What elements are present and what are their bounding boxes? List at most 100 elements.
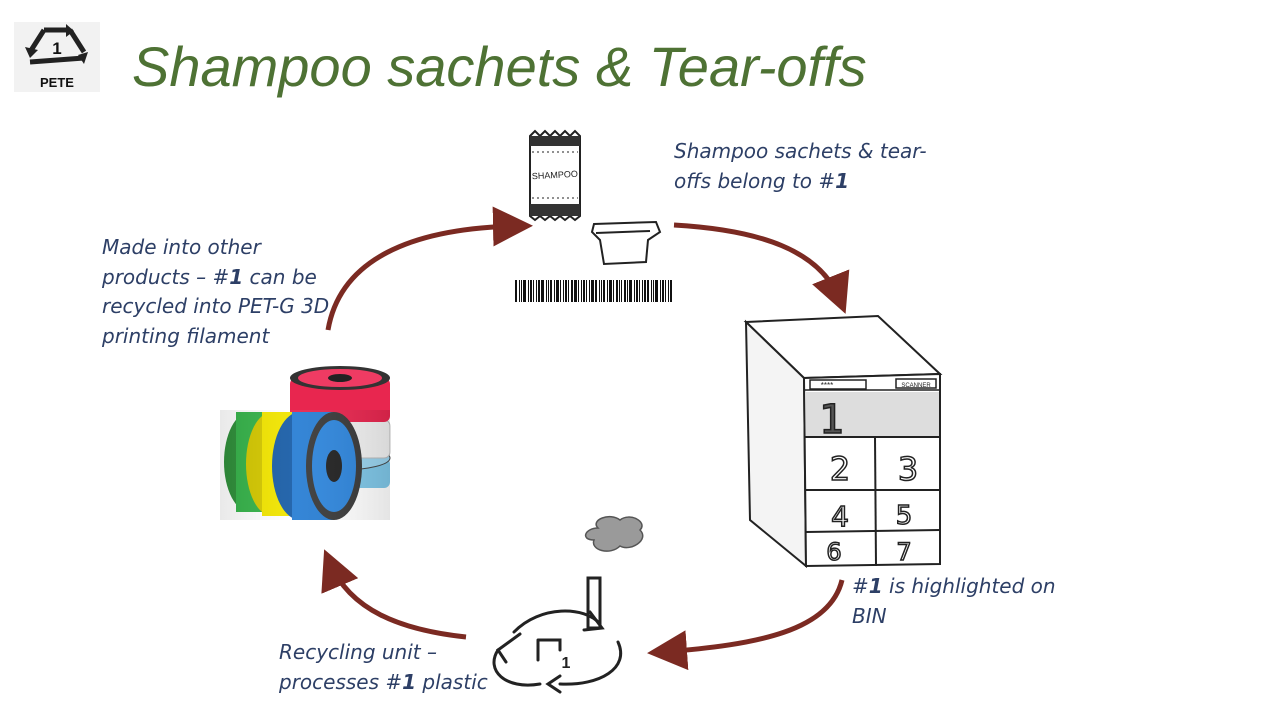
- caption-products-number: 1: [229, 264, 244, 289]
- barcode-bar: [655, 280, 658, 302]
- caption-products-line4: printing filament: [102, 323, 270, 348]
- sachet-label: SHAMPOO: [532, 169, 578, 181]
- barcode-bar: [591, 280, 594, 302]
- barcode-bar: [627, 280, 628, 302]
- pete-recycling-logo-icon: 1 PETE: [14, 22, 100, 92]
- caption-recycling-text: processes #: [279, 669, 403, 694]
- barcode-bar: [586, 280, 587, 302]
- barcode-bar: [563, 280, 564, 302]
- barcode-bar: [609, 280, 612, 302]
- barcode-bar: [515, 280, 517, 302]
- arrow-right: [673, 222, 850, 314]
- recycler-number: 1: [562, 655, 571, 672]
- barcode-bar: [607, 280, 608, 302]
- barcode-bar: [639, 280, 640, 302]
- caption-bin: #1 is highlighted on BIN: [852, 572, 1056, 631]
- barcode-bar: [647, 280, 649, 302]
- barcode-bar: [533, 280, 534, 302]
- barcode-bar: [556, 280, 559, 302]
- caption-products: Made into other products – #1 can be rec…: [102, 233, 329, 351]
- filament-spools-image: [220, 366, 391, 520]
- caption-recycling-number: 1: [402, 669, 417, 694]
- caption-products-text-end: can be: [243, 264, 317, 289]
- barcode-bar: [583, 280, 585, 302]
- barcode-bar: [519, 280, 520, 302]
- barcode-bar: [636, 280, 638, 302]
- page-title: Shampoo sachets & Tear-offs: [132, 35, 867, 98]
- caption-bin-text: is highlighted on: [882, 574, 1056, 598]
- caption-recycling-text-end: plastic: [416, 669, 488, 694]
- barcode-bar: [642, 280, 643, 302]
- barcode-bar: [574, 280, 577, 302]
- caption-sachets: Shampoo sachets & tear- offs belong to #…: [674, 137, 927, 196]
- barcode-bar: [568, 280, 569, 302]
- caption-recycling-line2: processes #1 plastic: [279, 668, 488, 698]
- barcode-bar: [541, 280, 544, 302]
- tear-off-cup-icon: [590, 220, 662, 266]
- barcode-bar: [589, 280, 590, 302]
- bin-compartment-1: 1: [819, 397, 844, 443]
- caption-sachets-line2: offs belong to #1: [674, 167, 927, 197]
- barcode-bar: [581, 280, 582, 302]
- caption-bin-line1: #1 is highlighted on: [852, 572, 1056, 602]
- barcode-bar: [578, 280, 579, 302]
- barcode-bar: [660, 280, 661, 302]
- pete-logo-label: PETE: [40, 75, 74, 90]
- barcode-bar: [621, 280, 622, 302]
- arrow-top: [325, 206, 533, 331]
- barcode-bar: [644, 280, 646, 302]
- shampoo-sachet-icon: SHAMPOO: [529, 129, 581, 222]
- barcode-bar: [662, 280, 664, 302]
- barcode-bar: [548, 280, 549, 302]
- caption-recycling-line1: Recycling unit –: [279, 640, 437, 664]
- caption-products-line3: recycled into PET-G 3D: [102, 294, 330, 318]
- barcode-bar: [538, 280, 540, 302]
- caption-sachets-number: 1: [835, 168, 850, 193]
- barcode-bar: [554, 280, 555, 302]
- bin-compartment-7: 7: [896, 538, 911, 566]
- barcode-bar: [665, 280, 666, 302]
- caption-sachets-line1: Shampoo sachets & tear-: [674, 139, 927, 163]
- barcode-bar: [528, 280, 529, 302]
- barcode-bar: [550, 280, 552, 302]
- bin-compartment-6: 6: [826, 538, 841, 566]
- barcode-bar: [530, 280, 532, 302]
- caption-sachets-text: offs belong to #: [674, 168, 836, 193]
- bin-header-right: SCANNER: [901, 383, 931, 389]
- barcode-bar: [616, 280, 618, 302]
- bin-compartment-3: 3: [898, 450, 918, 488]
- barcode-bar: [595, 280, 597, 302]
- caption-products-text: products – #: [102, 264, 230, 289]
- barcode-bar: [653, 280, 654, 302]
- bin-header-left: ****: [821, 381, 833, 390]
- caption-recycling: Recycling unit – processes #1 plastic: [279, 638, 488, 697]
- barcode-bar: [521, 280, 522, 302]
- barcode-icon: [515, 280, 672, 302]
- barcode-bar: [546, 280, 547, 302]
- barcode-bar: [668, 280, 669, 302]
- barcode-bar: [560, 280, 561, 302]
- arrow-bottom-left: [321, 549, 467, 640]
- caption-products-line2: products – #1 can be: [102, 263, 329, 293]
- barcode-bar: [624, 280, 626, 302]
- barcode-bar: [601, 280, 602, 302]
- bin-compartment-5: 5: [896, 501, 913, 531]
- barcode-bar: [599, 280, 600, 302]
- barcode-bar: [523, 280, 526, 302]
- arrow-bottom-right: [647, 579, 845, 671]
- pete-logo-number: 1: [52, 39, 61, 58]
- barcode-bar: [651, 280, 652, 302]
- barcode-bar: [603, 280, 605, 302]
- barcode-bar: [536, 280, 537, 302]
- caption-bin-number: 1: [868, 574, 883, 598]
- barcode-bar: [629, 280, 632, 302]
- barcode-bar: [565, 280, 567, 302]
- barcode-bar: [571, 280, 573, 302]
- caption-bin-line2: BIN: [852, 603, 887, 628]
- caption-bin-hash: #: [852, 574, 869, 598]
- barcode-bar: [613, 280, 614, 302]
- barcode-bar: [670, 280, 672, 302]
- barcode-bar: [634, 280, 635, 302]
